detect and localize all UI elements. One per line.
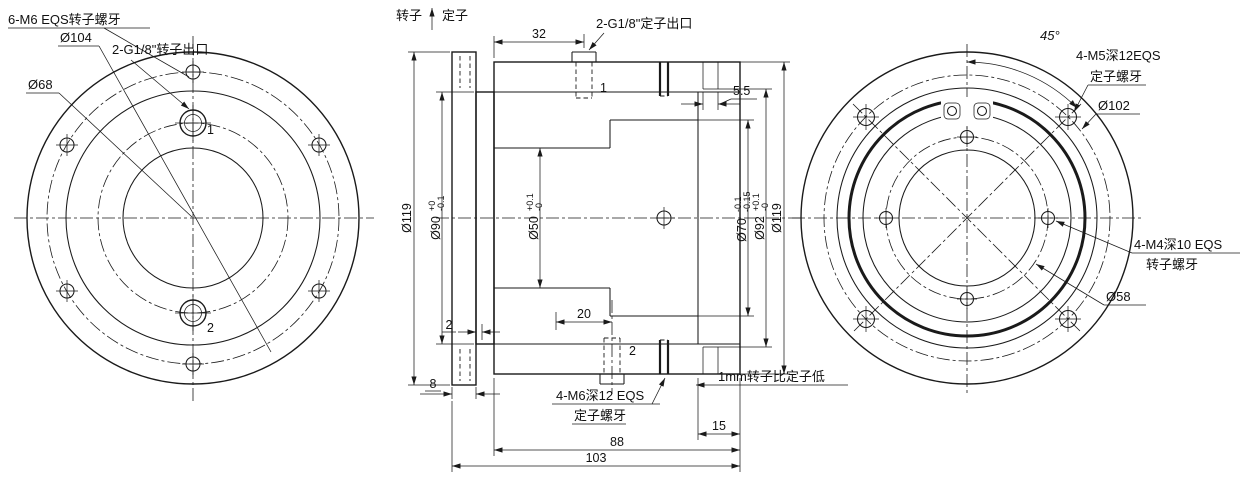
middle-stator-port-2 xyxy=(599,337,625,385)
right-annotations: 45° 4-M5深12EQS 定子螺牙 Ø102 4-M4深10 EQS 转子螺… xyxy=(966,28,1240,306)
right-m5-holes xyxy=(853,104,1081,332)
dim-d90-tol-dn: -0.1 xyxy=(436,195,446,211)
m6-thread-label-line1: 4-M6深12 EQS xyxy=(556,388,644,403)
dim-d70: Ø70 xyxy=(735,218,749,242)
right-m4-holes xyxy=(876,127,1058,309)
dim-8: 8 xyxy=(430,377,437,391)
left-m6-holes xyxy=(56,61,330,375)
dim-d70-tol-dn: -0.15 xyxy=(742,191,752,212)
dim-d50-tol-dn: -0 xyxy=(534,203,544,211)
left-port-label: 2-G1/8"转子出口 xyxy=(112,42,208,57)
dim-103: 103 xyxy=(586,451,607,465)
right-view: 45° 4-M5深12EQS 定子螺牙 Ø102 4-M4深10 EQS 转子螺… xyxy=(792,28,1240,394)
right-snap-ring-lugs xyxy=(941,97,993,123)
middle-annotations: 转子 定子 2-G1/8"定子出口 1 2 4-M6深12 EQS 定子螺牙 1… xyxy=(396,8,848,425)
left-port1-number: 1 xyxy=(207,123,214,137)
dim-55: 5.5 xyxy=(733,84,750,98)
dim-20: 20 xyxy=(577,307,591,321)
left-centerlines xyxy=(14,36,374,402)
dim-15: 15 xyxy=(712,419,726,433)
rotor-marker-label: 转子 xyxy=(396,8,422,23)
m4-thread-label-line1: 4-M4深10 EQS xyxy=(1134,237,1222,252)
dim-32: 32 xyxy=(532,27,546,41)
dim-d50-tol-up: +0.1 xyxy=(525,193,535,211)
middle-stator-port-1 xyxy=(571,51,597,99)
dim-d92-tol-up: +0.1 xyxy=(751,193,761,211)
middle-m6-thread-holes xyxy=(658,62,670,374)
left-rotor-port-1 xyxy=(175,105,211,141)
middle-centerlines xyxy=(436,217,800,394)
angle-45-label: 45° xyxy=(1040,28,1060,43)
stator-port-label: 2-G1/8"定子出口 xyxy=(596,16,692,31)
middle-port2-number: 2 xyxy=(629,344,636,358)
dim-d92-tol-dn: -0 xyxy=(760,203,770,211)
stator-marker-label: 定子 xyxy=(442,8,468,23)
dim-d90: Ø90 xyxy=(429,216,443,240)
dim-d50: Ø50 xyxy=(527,216,541,240)
middle-body-outline xyxy=(451,51,741,386)
left-annotations: 6-M6 EQS转子螺牙 Ø104 Ø68 2-G1/8"转子出口 1 2 xyxy=(8,12,272,353)
right-centerlines xyxy=(792,44,1142,394)
d102-label: Ø102 xyxy=(1098,98,1130,113)
left-d68-label: Ø68 xyxy=(28,77,53,92)
left-m6-label: 6-M6 EQS转子螺牙 xyxy=(8,12,121,27)
m6-thread-label-line2: 定子螺牙 xyxy=(574,408,626,423)
height-note: 1mm转子比定子低 xyxy=(718,369,825,384)
dim-d90-tol-up: +0 xyxy=(427,201,437,211)
m5-thread-label-line1: 4-M5深12EQS xyxy=(1076,48,1161,63)
middle-dimensions: Ø119 Ø90 +0 -0.1 Ø50 +0.1 -0 Ø70 xyxy=(400,27,790,472)
left-port2-number: 2 xyxy=(207,321,214,335)
d58-label: Ø58 xyxy=(1106,289,1131,304)
m4-thread-label-line2: 转子螺牙 xyxy=(1146,257,1198,272)
dim-d119-left: Ø119 xyxy=(400,203,414,233)
left-view: 6-M6 EQS转子螺牙 Ø104 Ø68 2-G1/8"转子出口 1 2 xyxy=(8,12,374,402)
left-d104-label: Ø104 xyxy=(60,30,92,45)
dim-d119-right: Ø119 xyxy=(770,203,784,233)
dim-d92: Ø92 xyxy=(753,216,767,240)
dim-88: 88 xyxy=(610,435,624,449)
dim-d70-tol-up: -0.1 xyxy=(733,196,743,212)
middle-port1-number: 1 xyxy=(600,81,607,95)
dim-2: 2 xyxy=(446,318,453,332)
left-rotor-port-2 xyxy=(175,295,211,331)
m5-thread-label-line2: 定子螺牙 xyxy=(1090,69,1142,84)
middle-view: Ø119 Ø90 +0 -0.1 Ø50 +0.1 -0 Ø70 xyxy=(396,8,848,472)
